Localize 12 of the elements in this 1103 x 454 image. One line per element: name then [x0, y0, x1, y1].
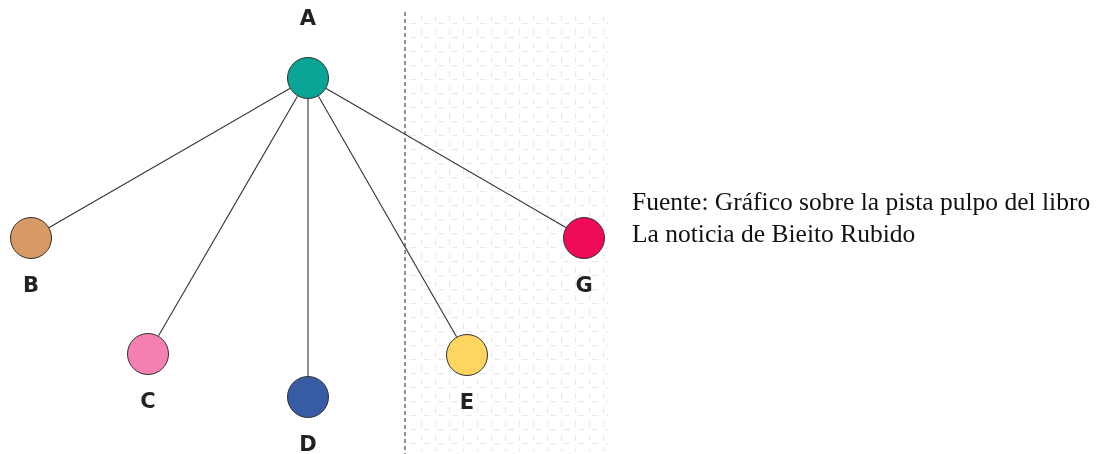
connector-line: [158, 95, 299, 337]
node-label: C: [139, 389, 157, 413]
node-label: D: [298, 432, 318, 454]
connector-line: [48, 87, 291, 229]
connector-line: [317, 95, 458, 338]
node-label: B: [22, 273, 40, 297]
source-caption: Fuente: Gráfico sobre la pista pulpo del libro La noticia de Bieito Rubido: [632, 186, 1092, 250]
connector-line: [307, 98, 309, 377]
node-label: E: [458, 390, 476, 414]
connector-line: [325, 88, 567, 228]
node-label: G: [574, 273, 594, 297]
node-label: A: [298, 6, 318, 30]
